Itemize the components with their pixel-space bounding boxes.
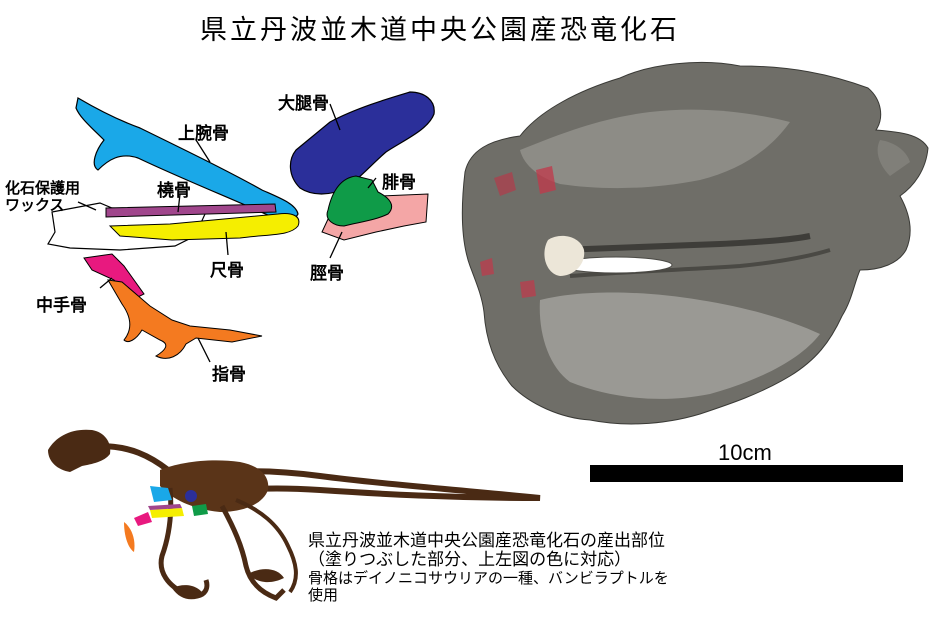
caption-line4: 使用 bbox=[308, 586, 339, 604]
leader-wax bbox=[77, 201, 97, 211]
leader-humerus bbox=[195, 139, 211, 163]
page-title: 県立丹波並木道中央公園産恐竜化石 bbox=[200, 15, 680, 46]
label-wax-line1: 化石保護用 bbox=[5, 179, 81, 197]
label-fibula: 腓骨 bbox=[382, 173, 416, 193]
radius-bone bbox=[105, 203, 277, 218]
fibula-bone bbox=[326, 175, 393, 227]
scale-bar-label: 10cm bbox=[718, 440, 772, 465]
label-radius: 橈骨 bbox=[157, 181, 191, 201]
caption-line1: 県立丹波並木道中央公園産恐竜化石の産出部位 bbox=[308, 531, 665, 551]
humerus-bone bbox=[75, 97, 299, 221]
leader-radius bbox=[177, 193, 181, 213]
label-tibia: 脛骨 bbox=[310, 264, 344, 284]
label-ulna: 尺骨 bbox=[210, 261, 244, 281]
leader-metacarpal bbox=[99, 277, 113, 289]
label-femur: 大腿骨 bbox=[278, 94, 329, 114]
skeleton-silhouette bbox=[48, 429, 541, 601]
leader-fibula bbox=[367, 177, 377, 189]
phalanx-bone bbox=[107, 279, 263, 359]
fossil-photo bbox=[461, 61, 929, 425]
label-humerus: 上腕骨 bbox=[178, 124, 229, 144]
label-phalanx: 指骨 bbox=[212, 365, 246, 385]
leader-ulna bbox=[225, 231, 229, 256]
label-metacarpal: 中手骨 bbox=[36, 296, 87, 316]
leader-femur bbox=[329, 103, 341, 131]
label-wax-line2: ワックス bbox=[5, 196, 65, 214]
caption: 県立丹波並木道中央公園産恐竜化石の産出部位 （塗りつぶした部分、上左図の色に対応… bbox=[308, 532, 669, 604]
femur-bone bbox=[289, 91, 435, 195]
label-wax: 化石保護用 ワックス bbox=[5, 180, 80, 214]
leader-tibia bbox=[329, 231, 343, 259]
ulna-bone bbox=[108, 213, 300, 241]
caption-line2: （塗りつぶした部分、上左図の色に対応） bbox=[308, 550, 632, 570]
caption-line3: 骨格はデイノニコサウリアの一種、バンビラプトルを bbox=[308, 569, 669, 587]
leader-phalanx bbox=[197, 337, 211, 363]
scale-bar bbox=[590, 465, 903, 482]
